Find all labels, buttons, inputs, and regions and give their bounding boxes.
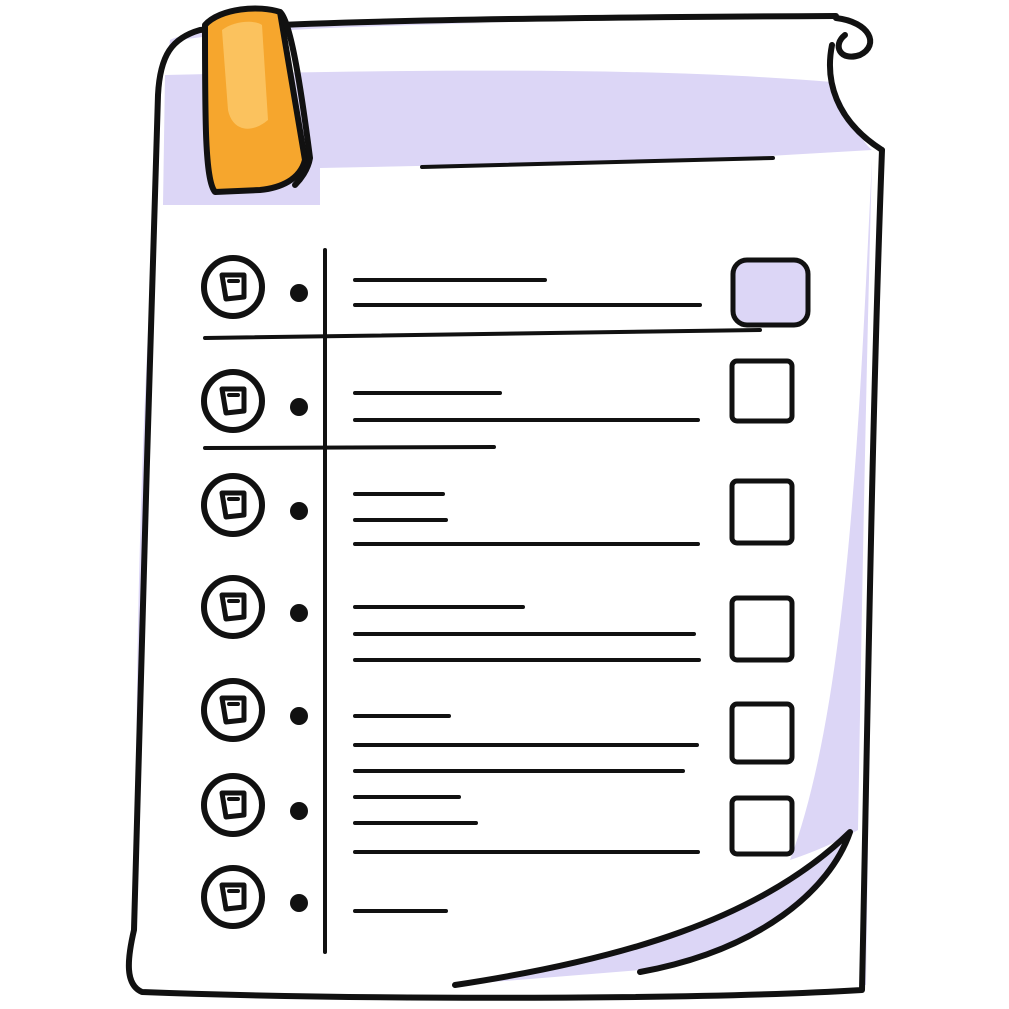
checklist-rows [201, 255, 811, 929]
bullet-dot-icon [290, 707, 308, 725]
header-title-line [420, 156, 775, 169]
checkbox-empty[interactable] [729, 701, 795, 765]
bullet-dot-icon [290, 604, 308, 622]
right-shade [790, 160, 872, 860]
checkbox-empty[interactable] [729, 358, 795, 424]
bullet-dot-icon [290, 398, 308, 416]
row-separator-2 [203, 445, 496, 450]
checkbox-circle-icon [201, 369, 265, 433]
checklist-row [201, 358, 795, 433]
top-curl-edge [827, 42, 885, 153]
bullet-dot-icon [290, 894, 308, 912]
checkbox-circle-icon [201, 865, 265, 929]
checklist-row [201, 473, 795, 546]
checklist-row [201, 865, 448, 929]
checklist-row [201, 678, 795, 773]
checklist-row [201, 773, 795, 857]
checkbox-empty[interactable] [729, 795, 795, 857]
checkbox-circle-icon [201, 473, 265, 537]
checklist-row [201, 255, 811, 328]
checkbox-circle-icon [201, 678, 265, 742]
checkbox-circle-icon [201, 255, 265, 319]
bottom-curl-fill [455, 832, 850, 985]
bullet-dot-icon [290, 802, 308, 820]
bottom-curl [452, 829, 853, 988]
checkbox-checked[interactable] [730, 257, 811, 328]
checklist-row [201, 575, 795, 663]
checkbox-circle-icon [201, 575, 265, 639]
checkbox-empty[interactable] [729, 595, 795, 663]
header-band [163, 70, 872, 205]
bullet-dot-icon [290, 502, 308, 520]
row-separator-1 [203, 328, 762, 340]
checkbox-empty[interactable] [729, 478, 795, 546]
top-curl [833, 15, 874, 60]
bullet-dot-icon [290, 284, 308, 302]
paper-sheet [130, 18, 882, 997]
bookmark-tab-icon [202, 5, 313, 195]
checkbox-circle-icon [201, 773, 265, 837]
